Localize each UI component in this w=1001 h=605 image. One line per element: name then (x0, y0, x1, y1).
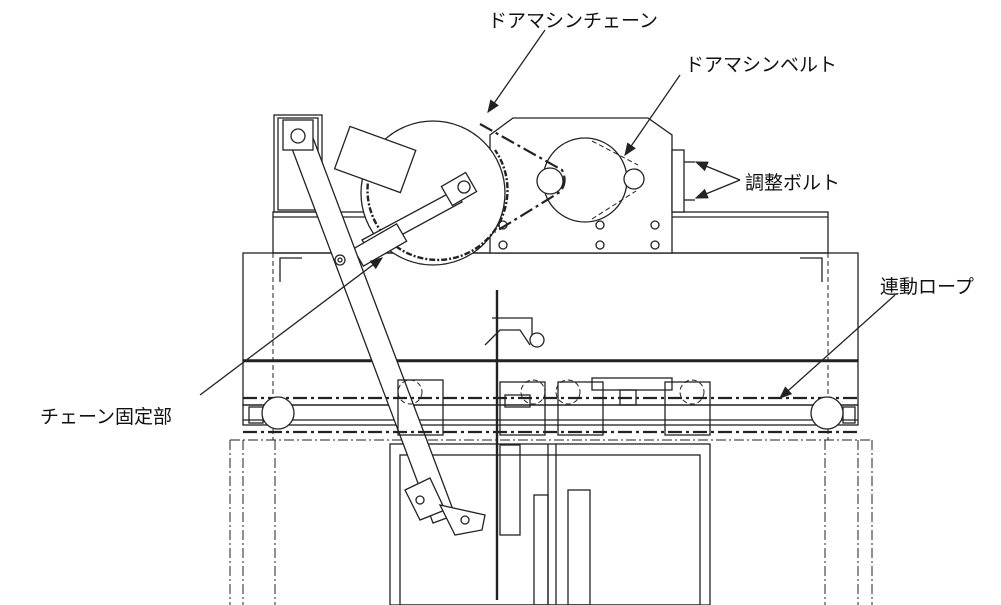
label-linkage-rope: 連動ロープ (880, 276, 974, 298)
label-chain-fixing-part: チェーン固定部 (40, 406, 173, 428)
label-door-machine-belt: ドアマシンベルト (685, 54, 838, 76)
hanger (243, 290, 858, 600)
door-machine-box (489, 117, 695, 254)
door-outline (229, 439, 873, 605)
label-door-machine-chain: ドアマシンチェーン (488, 10, 659, 32)
chain-drum (333, 120, 566, 268)
lever-arm (282, 119, 486, 536)
label-adjust-bolt: 調整ボルト (745, 172, 841, 194)
leader-lines (199, 29, 896, 399)
